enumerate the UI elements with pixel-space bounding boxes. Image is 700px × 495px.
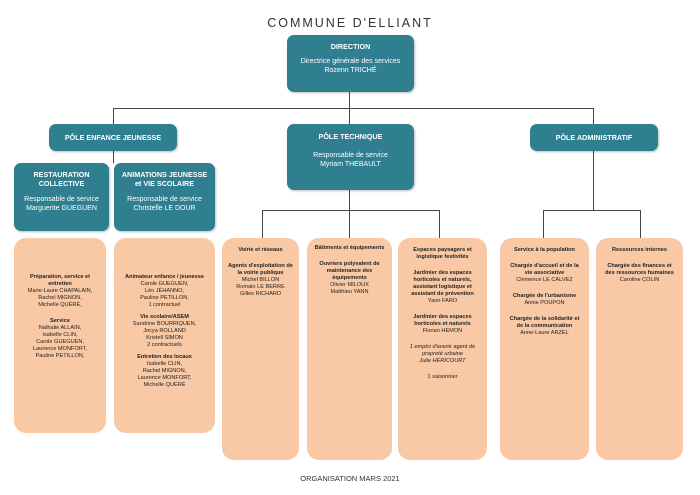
connector-line [439, 210, 440, 238]
staff-name: Kristell SIMON [146, 335, 183, 341]
section-heading: Animateur enfance / jeunesse [125, 274, 204, 280]
section-heading: Jardinier des espaces horticoles et natu… [413, 314, 472, 327]
staff-name: 2 contractuels [147, 342, 182, 348]
connector-line [593, 151, 594, 211]
restauration-role: Responsable de service [24, 196, 99, 203]
staff-name: Annie POUPON [524, 300, 565, 306]
staff-name: Pauline PETILLON, [35, 353, 85, 359]
staff-name: Michel BILLON [241, 277, 280, 283]
direction-name: Rozenn TRICHÉ [324, 67, 377, 74]
staff-name: Romain LE BERRE [236, 284, 285, 290]
staff-name: Michelle QUÉRÉ [143, 382, 186, 388]
connector-line [262, 210, 263, 238]
batiments-staff-column: Bâtiments et équipements Ouvriers polyva… [307, 238, 392, 460]
staff-note: 1 emploi d'avenir agent de propreté urba… [409, 344, 476, 357]
section-heading: Service [50, 318, 70, 324]
staff-name: Pauline PETILLON, [140, 295, 189, 301]
pole-enfance-heading: PÔLE ENFANCE JEUNESSE [64, 133, 162, 142]
section-heading: Préparation, service et entretien [29, 274, 90, 287]
staff-name: Julie HÉRICOURT [419, 358, 466, 364]
section-heading: Entretien des locaux [137, 354, 192, 360]
footer-date: ORGANISATION MARS 2021 [300, 474, 400, 483]
staff-name: Nathalie ALLAIN, [38, 325, 82, 331]
connector-line [349, 190, 350, 210]
animations-staff-column: Animateur enfance / jeunesse Carole GUEG… [114, 238, 215, 433]
animations-role: Responsable de service [127, 196, 202, 203]
voirie-staff-column: Voirie et réseaux Agents d'exploitation … [222, 238, 299, 460]
staff-name: Marie-Laure CHAPALAIN, [27, 288, 93, 294]
pole-administratif-box: PÔLE ADMINISTRATIF [530, 124, 658, 151]
staff-name: Matthieu YANN [330, 289, 369, 295]
staff-name: Anne-Laure ARZEL [520, 330, 569, 336]
staff-name: Jocya ROLLAND [143, 328, 186, 334]
staff-name: Carole GUEGUEN, [140, 281, 189, 287]
espaces-staff-column: Espaces paysagers et logistique festivit… [398, 238, 487, 460]
restauration-heading: RESTAURATION COLLECTIVE [33, 170, 90, 188]
restauration-name: Marguerite GUEGUEN [26, 205, 97, 212]
section-heading: Chargée de la solidarité et de la commun… [509, 316, 580, 329]
staff-name: Michelle QUÉRÉ, [38, 302, 82, 308]
section-heading: Chargée de l'urbanisme [512, 293, 577, 299]
section-heading: Ouvriers polyvalent de maintenance des é… [319, 261, 380, 281]
staff-name: Yann FARO [427, 298, 458, 304]
connector-line [349, 108, 350, 124]
staff-name: Rachel MIGNON, [142, 368, 187, 374]
section-heading: Vie scolaire/ASEM [140, 314, 189, 320]
staff-name: Léo JÉHANNO, [144, 288, 185, 294]
section-heading: Service à la population [514, 247, 575, 253]
pole-enfance-box: PÔLE ENFANCE JEUNESSE [49, 124, 177, 151]
connector-line [543, 210, 641, 211]
connector-line [349, 92, 350, 108]
animations-name: Christelle LE DOUR [133, 205, 196, 212]
page-title: COMMUNE D'ELLIANT [267, 16, 433, 30]
staff-name: Sandrine BOURRIQUEN, [132, 321, 197, 327]
section-heading: Chargée des finances et des ressources h… [605, 263, 674, 276]
section-heading: Ressources internes [611, 247, 668, 253]
section-heading: Bâtiments et équipements [314, 245, 385, 251]
section-heading: Chargée d'accueil et de la vie associati… [510, 263, 579, 276]
staff-name: Olivier MILOUX [330, 282, 369, 288]
section-heading: Jardinier des espaces horticoles et natu… [411, 270, 474, 297]
staff-name: Isabelle CLIN, [146, 361, 183, 367]
connector-line [113, 108, 114, 124]
restauration-box: RESTAURATION COLLECTIVE Responsable de s… [14, 163, 109, 231]
staff-name: Rachel MIGNON, [38, 295, 82, 301]
pole-technique-name: Myriam THEBAULT [320, 161, 381, 168]
pole-technique-box: PÔLE TECHNIQUE Responsable de service My… [287, 124, 414, 190]
connector-line [113, 151, 114, 163]
section-heading: Voirie et réseaux [238, 247, 283, 253]
connector-line [349, 210, 350, 238]
animations-heading: ANIMATIONS JEUNESSE et VIE SCOLAIRE [121, 170, 208, 188]
connector-line [262, 210, 440, 211]
pole-technique-heading: PÔLE TECHNIQUE [318, 132, 383, 141]
staff-name: Carole GUEGUEN, [36, 339, 84, 345]
animations-box: ANIMATIONS JEUNESSE et VIE SCOLAIRE Resp… [114, 163, 215, 231]
staff-name: Laurence MONFORT, [137, 375, 192, 381]
staff-name: Clémence LE CALVEZ [516, 277, 573, 283]
connector-line [593, 108, 594, 124]
staff-note: 1 saisonnier [427, 374, 458, 380]
staff-name: Laurence MONFORT, [33, 346, 87, 352]
staff-name: Florian HEMON [422, 328, 463, 334]
pole-technique-role: Responsable de service [313, 152, 388, 159]
connector-line [640, 210, 641, 238]
direction-heading: DIRECTION [330, 42, 371, 51]
connector-line [543, 210, 544, 238]
staff-name: Gilles RICHARD [239, 291, 282, 297]
restauration-staff-column: Préparation, service et entretien Marie-… [14, 238, 106, 433]
direction-box: DIRECTION Directrice générale des servic… [287, 35, 414, 92]
population-staff-column: Service à la population Chargée d'accuei… [500, 238, 589, 460]
section-heading: Agents d'exploitation de la voirie publi… [228, 263, 293, 276]
pole-administratif-heading: PÔLE ADMINISTRATIF [555, 133, 633, 142]
staff-name: Isabelle CLIN, [42, 332, 78, 338]
ressources-staff-column: Ressources internes Chargée des finances… [596, 238, 683, 460]
connector-line [113, 108, 594, 109]
section-heading: Espaces paysagers et logistique festivit… [413, 247, 472, 260]
direction-role: Directrice générale des services [300, 58, 401, 65]
staff-name: 1 contractuel [148, 302, 181, 308]
staff-name: Caroline COLIN [619, 277, 660, 283]
